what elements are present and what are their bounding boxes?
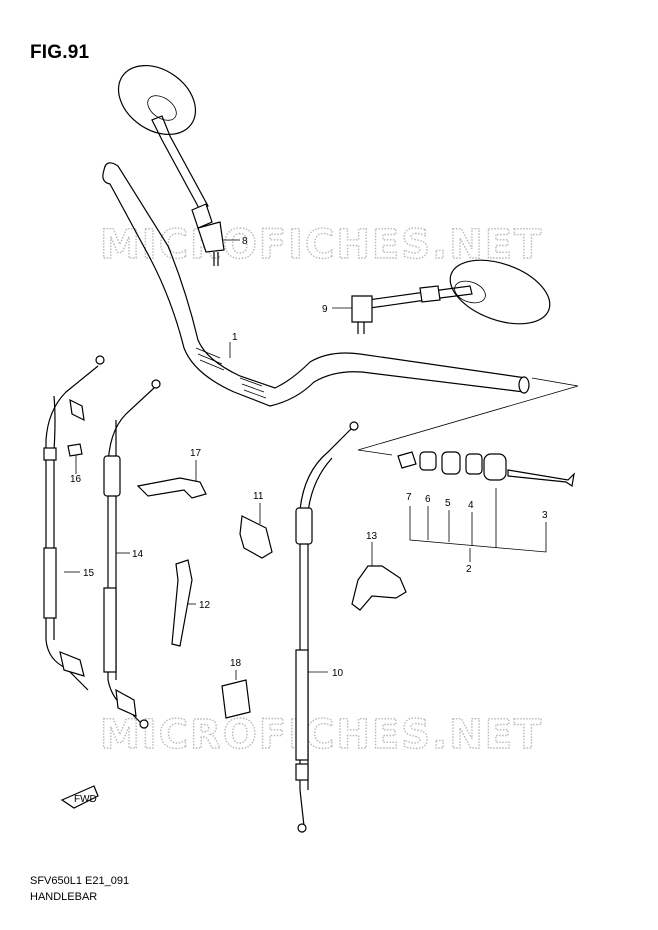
- caution-label-18[interactable]: [221, 679, 251, 719]
- handlebar[interactable]: [102, 162, 530, 407]
- collar-6: [419, 451, 437, 471]
- bracket-13[interactable]: [351, 565, 407, 611]
- diagram-code: SFV650L1 E21_091: [30, 875, 130, 887]
- fwd-label: FWD: [74, 794, 97, 805]
- callout-3: 3: [542, 510, 548, 521]
- callout-2: 2: [466, 564, 472, 575]
- spacer-5: [441, 451, 461, 475]
- screw-16: [67, 443, 83, 457]
- right-mirror[interactable]: [351, 248, 558, 336]
- callout-1: 1: [232, 332, 238, 343]
- diagram-name: HANDLEBAR: [30, 891, 98, 903]
- callout-10: 10: [332, 668, 344, 679]
- left-mirror[interactable]: [105, 51, 225, 266]
- clutch-cable-10[interactable]: [295, 421, 359, 833]
- callout-12: 12: [199, 600, 211, 611]
- balancer: [483, 453, 507, 481]
- cable-guide-11[interactable]: [239, 515, 273, 559]
- callout-4: 4: [468, 500, 474, 511]
- leader-lines: [64, 239, 579, 680]
- callout-6: 6: [425, 494, 431, 505]
- clamp-band-12[interactable]: [171, 559, 193, 647]
- callout-9: 9: [322, 304, 328, 315]
- callout-15: 15: [83, 568, 95, 579]
- throttle-cable-14[interactable]: [103, 379, 161, 729]
- callout-18: 18: [230, 658, 242, 669]
- bolt-3: [507, 469, 575, 488]
- throttle-cable-15[interactable]: [43, 355, 105, 691]
- fwd-arrow-icon: FWD: [60, 785, 99, 809]
- callout-8: 8: [242, 236, 248, 247]
- callout-13: 13: [366, 531, 378, 542]
- figure-title: FIG.91: [30, 42, 90, 63]
- washer-4: [465, 453, 483, 475]
- nut-7: [397, 451, 417, 469]
- watermark-top: MICROFICHES.NET: [100, 222, 543, 268]
- callout-14: 14: [132, 549, 144, 560]
- callout-11: 11: [253, 491, 264, 502]
- callout-5: 5: [445, 498, 451, 509]
- grip-end-assembly[interactable]: [397, 451, 575, 488]
- callout-17: 17: [190, 448, 202, 459]
- callout-7: 7: [406, 492, 412, 503]
- cable-clamp-17[interactable]: [136, 477, 207, 499]
- watermark-bottom: MICROFICHES.NET: [100, 712, 543, 758]
- callout-16: 16: [70, 474, 82, 485]
